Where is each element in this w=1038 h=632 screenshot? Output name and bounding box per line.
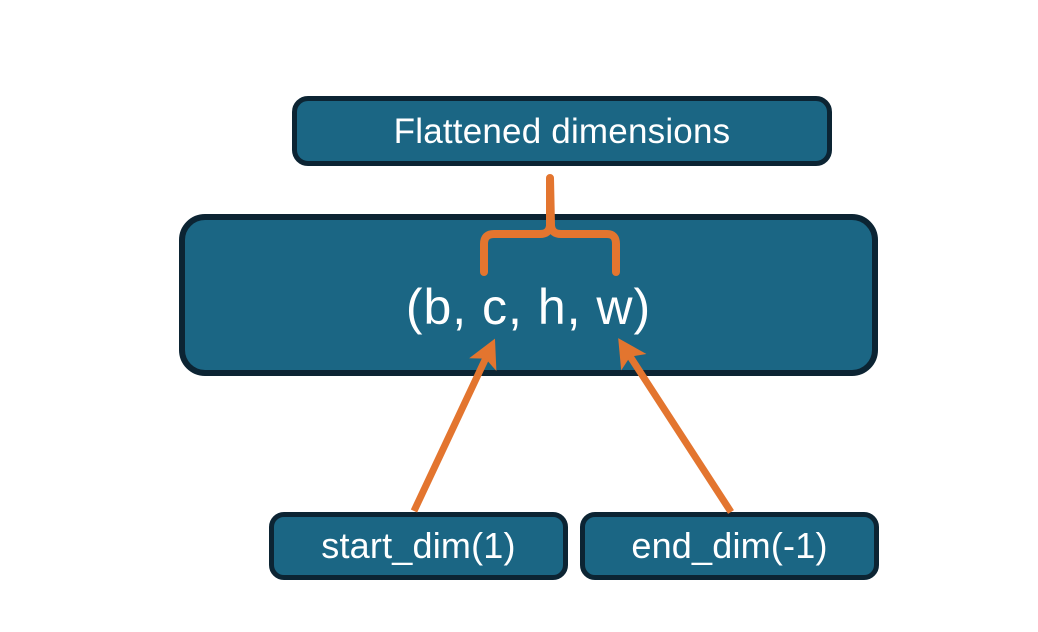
node-end-dim[interactable]: end_dim(-1) (580, 512, 879, 580)
node-tensor-shape-label: (b, c, h, w) (405, 279, 652, 335)
node-start-dim-label: start_dim(1) (321, 525, 516, 566)
node-tensor-shape[interactable]: (b, c, h, w) (179, 214, 878, 376)
node-flattened-dimensions[interactable]: Flattened dimensions (292, 96, 832, 166)
arrow-start-dim-to-c (410, 338, 497, 513)
node-flattened-dimensions-label: Flattened dimensions (393, 111, 731, 151)
node-end-dim-label: end_dim(-1) (631, 525, 828, 566)
arrow-end-dim-to-w (618, 338, 734, 514)
node-start-dim[interactable]: start_dim(1) (269, 512, 568, 580)
curly-brace-annotation (480, 174, 620, 276)
